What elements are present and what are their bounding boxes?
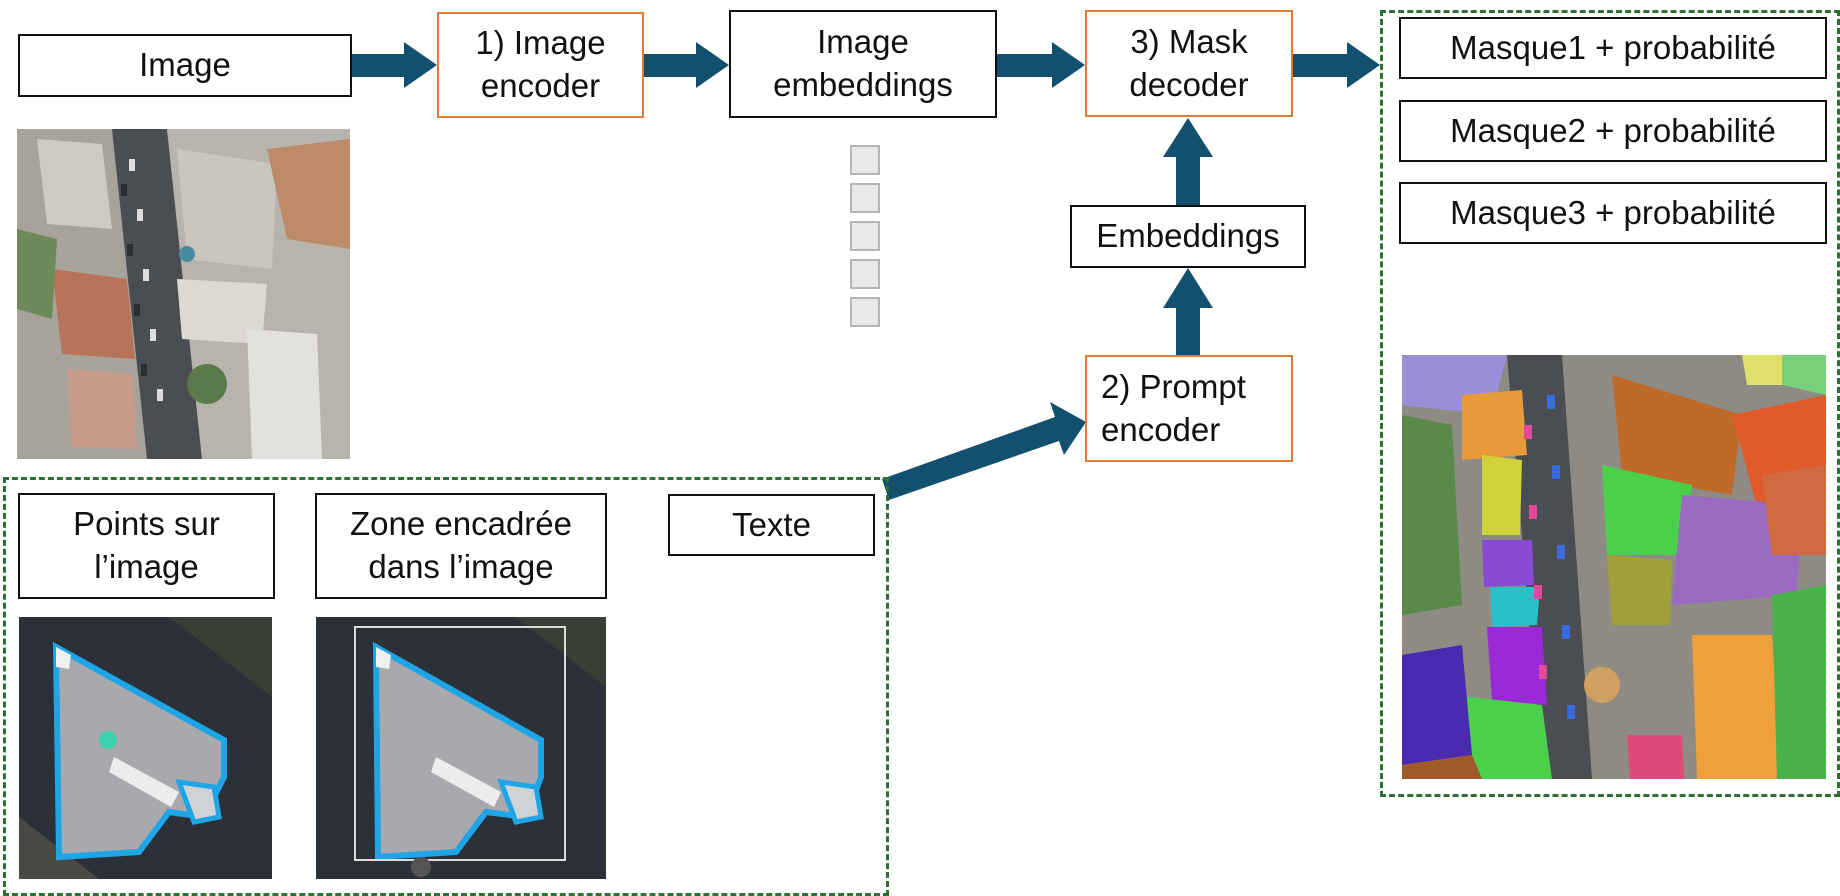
input-aerial-image xyxy=(17,129,350,459)
arrow-embeddings-to-decoder-up xyxy=(1163,118,1213,205)
arrow-embeddings-to-decoder xyxy=(997,42,1085,88)
embedding-cell xyxy=(850,221,880,251)
mask-decoder-box: 3) Mask decoder xyxy=(1085,10,1293,117)
arrow-image-to-encoder xyxy=(352,42,437,88)
segmentation-result-image xyxy=(1402,355,1826,779)
image-encoder-box: 1) Image encoder xyxy=(437,12,644,118)
embedding-cell xyxy=(850,145,880,175)
prompt-encoder-box: 2) Prompt encoder xyxy=(1085,355,1293,462)
embedding-cell xyxy=(850,297,880,327)
input-image-box: Image xyxy=(18,34,352,97)
arrow-encoder-to-embeddings xyxy=(643,42,729,88)
prompt-types-group xyxy=(3,477,889,896)
arrow-prompts-to-prompt-encoder xyxy=(882,402,1086,500)
points-prompt-image xyxy=(19,617,272,879)
output-mask-2: Masque2 + probabilité xyxy=(1399,100,1827,162)
output-mask-3: Masque3 + probabilité xyxy=(1399,182,1827,244)
image-embeddings-box: Image embeddings xyxy=(729,10,997,118)
output-mask-1: Masque1 + probabilité xyxy=(1399,17,1827,79)
text-prompt-box: Texte xyxy=(668,494,875,556)
outputs-group xyxy=(1380,10,1840,797)
embedding-cell xyxy=(850,259,880,289)
box-prompt-image xyxy=(316,617,606,879)
arrow-decoder-to-outputs xyxy=(1292,42,1380,88)
arrow-prompt-to-embeddings-up xyxy=(1163,268,1213,355)
points-prompt-box: Points sur l’image xyxy=(18,493,275,599)
embeddings-box: Embeddings xyxy=(1070,205,1306,268)
box-prompt-box: Zone encadrée dans l’image xyxy=(315,493,607,599)
embedding-cell xyxy=(850,183,880,213)
